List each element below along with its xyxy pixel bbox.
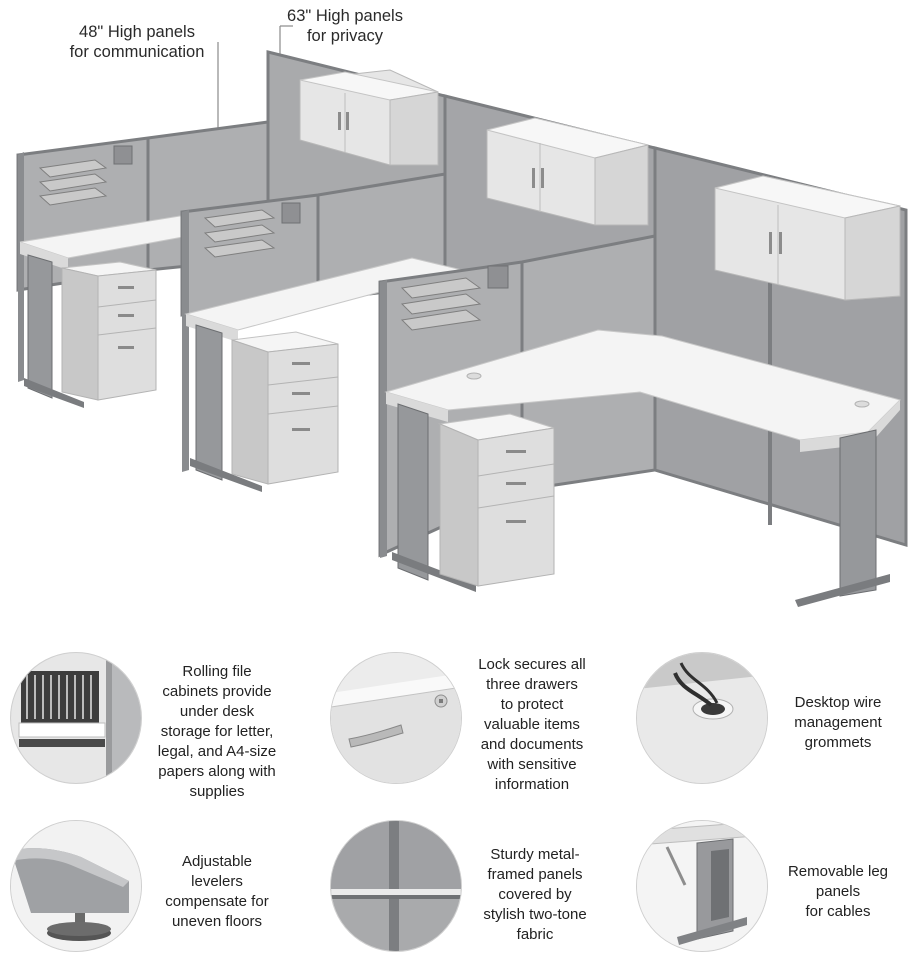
callout-48in-line1: 48" High panels	[79, 23, 195, 41]
workstation-2	[180, 172, 463, 492]
feature-image-panel	[330, 820, 462, 952]
feature-image-file-cabinet	[10, 652, 142, 784]
feature-line: and documents	[480, 736, 584, 753]
feature-line: compensate for	[165, 893, 269, 910]
overhead-storage-cabinets	[299, 69, 901, 301]
feature-text-rolling-file-cabinets: Rolling file cabinets provide under desk…	[142, 662, 292, 802]
feature-line: Desktop wire	[794, 694, 882, 711]
feature-image-leveler	[10, 820, 142, 952]
feature-line: management	[794, 714, 882, 731]
feature-line: covered by	[498, 886, 572, 903]
feature-line: valuable items	[484, 716, 580, 733]
feature-line: three drawers	[486, 676, 578, 693]
feature-text-lock: Lock secures all three drawers to protec…	[462, 655, 602, 795]
feature-image-lock	[330, 652, 462, 784]
feature-line: legal, and A4-size	[157, 743, 277, 760]
feature-line: Removable leg	[787, 863, 889, 880]
feature-line: supplies	[189, 783, 245, 800]
feature-line: stylish two-tone	[483, 906, 587, 923]
feature-line: to protect	[500, 696, 564, 713]
callout-63in-line1: 63" High panels	[287, 7, 403, 25]
feature-line: levelers	[191, 873, 243, 890]
feature-line: with sensitive	[487, 756, 577, 773]
feature-line: fabric	[516, 926, 554, 943]
feature-line: framed panels	[487, 866, 583, 883]
feature-text-grommets: Desktop wire management grommets	[768, 693, 908, 753]
feature-line: Sturdy metal-	[490, 846, 580, 863]
feature-text-levelers: Adjustable levelers compensate for uneve…	[142, 852, 292, 932]
cubicle-illustration	[16, 25, 908, 607]
feature-image-grommet	[636, 652, 768, 784]
callout-63in-panels: 63" High panels for privacy	[260, 6, 430, 46]
feature-text-leg-panels: Removable leg panels for cables	[768, 862, 908, 922]
feature-line: panels	[815, 883, 861, 900]
feature-line: under desk	[179, 703, 255, 720]
feature-line: information	[494, 776, 570, 793]
feature-line: uneven floors	[171, 913, 263, 930]
feature-line: Lock secures all	[478, 656, 586, 673]
callout-48in-line2: for communication	[69, 43, 205, 61]
feature-image-leg-panel	[636, 820, 768, 952]
feature-line: grommets	[804, 734, 872, 751]
callout-63in-line2: for privacy	[306, 27, 384, 45]
feature-line: storage for letter,	[160, 723, 274, 740]
feature-text-panels: Sturdy metal- framed panels covered by s…	[460, 845, 610, 945]
feature-line: for cables	[805, 903, 871, 920]
callout-48in-panels: 48" High panels for communication	[48, 22, 226, 62]
feature-line: cabinets provide	[162, 683, 272, 700]
feature-line: papers along with	[158, 763, 276, 780]
feature-line: Adjustable	[181, 853, 253, 870]
workstation-3	[378, 234, 901, 607]
feature-line: Rolling file	[182, 663, 252, 680]
